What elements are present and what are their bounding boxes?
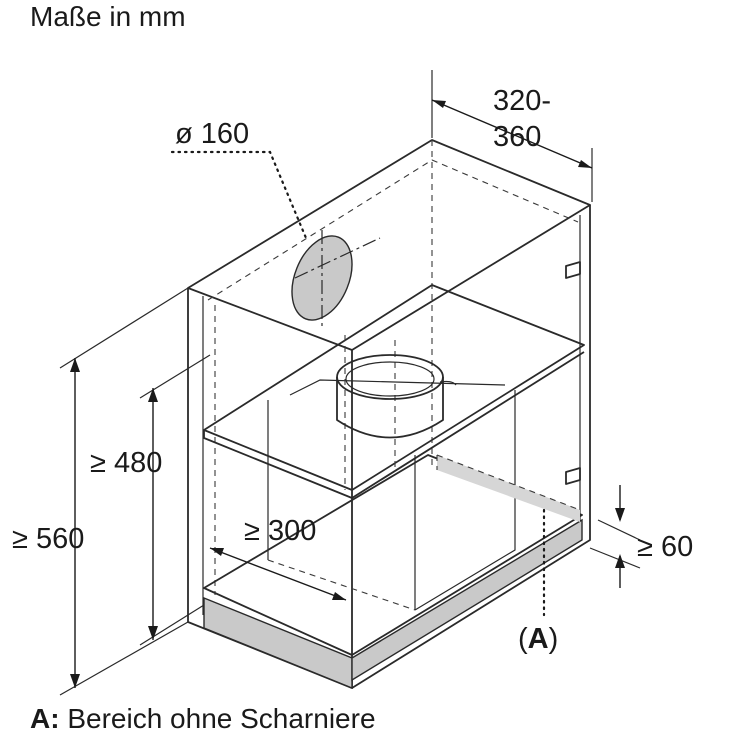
height-shelf-ext-top (139, 354, 211, 399)
width-label: ≥ 300 (244, 515, 316, 547)
height-shelf-label: ≥ 480 (90, 447, 162, 479)
hood-top-rim (289, 379, 506, 396)
plinth-ext-bottom (589, 547, 641, 569)
plinth-right-shaded (351, 518, 583, 682)
duct-centerline-h (294, 237, 381, 279)
depth-arrow-left (432, 100, 446, 108)
legend-caption: A: Bereich ohne Scharniere (30, 703, 376, 734)
hinge-lower-icon (565, 467, 581, 485)
cabinet-bottom-face (203, 454, 583, 656)
marker-a-paren-open: ( (518, 623, 528, 655)
height-shelf-ext-bottom (139, 604, 205, 646)
cabinet-front-right-edge (351, 205, 591, 689)
legend-text: Bereich ohne Scharniere (60, 703, 376, 734)
units-note: Maße in mm (30, 1, 186, 32)
shelf-front-edge (203, 351, 585, 499)
height-total-ext-bottom (59, 621, 189, 696)
duct-collar-inner (345, 361, 435, 397)
height-shelf-arrow-bottom (148, 626, 158, 640)
width-arrow-right (332, 592, 346, 600)
plinth-arrow-bottom (615, 554, 625, 568)
plinth-label: ≥ 60 (637, 531, 693, 563)
shelf-top-face (203, 284, 585, 491)
plinth-front-shaded (203, 596, 353, 690)
hinge-upper-icon (565, 261, 581, 279)
cabinet-top-face (187, 139, 591, 351)
diameter-leader (170, 150, 308, 240)
height-total-arrow-bottom (70, 674, 80, 688)
width-dimension-line (209, 547, 347, 601)
depth-arrow-right (578, 160, 592, 168)
depth-label-line1: 320- (493, 85, 551, 117)
height-shelf-arrow-top (148, 388, 158, 402)
area-a-outline (436, 454, 581, 511)
plinth-arrow-top (615, 508, 625, 522)
height-total-arrow-top (70, 358, 80, 372)
top-inner-hidden-edge (207, 159, 579, 301)
hood-bottom-hidden-edge (267, 559, 416, 611)
marker-a-letter: A (528, 623, 549, 655)
hood-right-edge (414, 390, 516, 611)
marker-a-paren-close: ) (549, 623, 559, 655)
duct-collar-body (336, 377, 444, 439)
plinth-ext-top (597, 519, 641, 541)
diameter-label: ø 160 (175, 118, 249, 150)
width-arrow-left (210, 548, 224, 556)
legend-key: A: (30, 703, 60, 734)
height-total-label: ≥ 560 (12, 523, 84, 555)
collar-clip (439, 380, 457, 386)
height-total-ext-top (59, 287, 189, 369)
marker-a-label: (A) (518, 623, 558, 655)
area-a-shaded (437, 455, 580, 522)
depth-dimension-line (431, 99, 593, 169)
duct-opening (291, 235, 353, 321)
depth-label-line2: 360 (493, 121, 541, 153)
